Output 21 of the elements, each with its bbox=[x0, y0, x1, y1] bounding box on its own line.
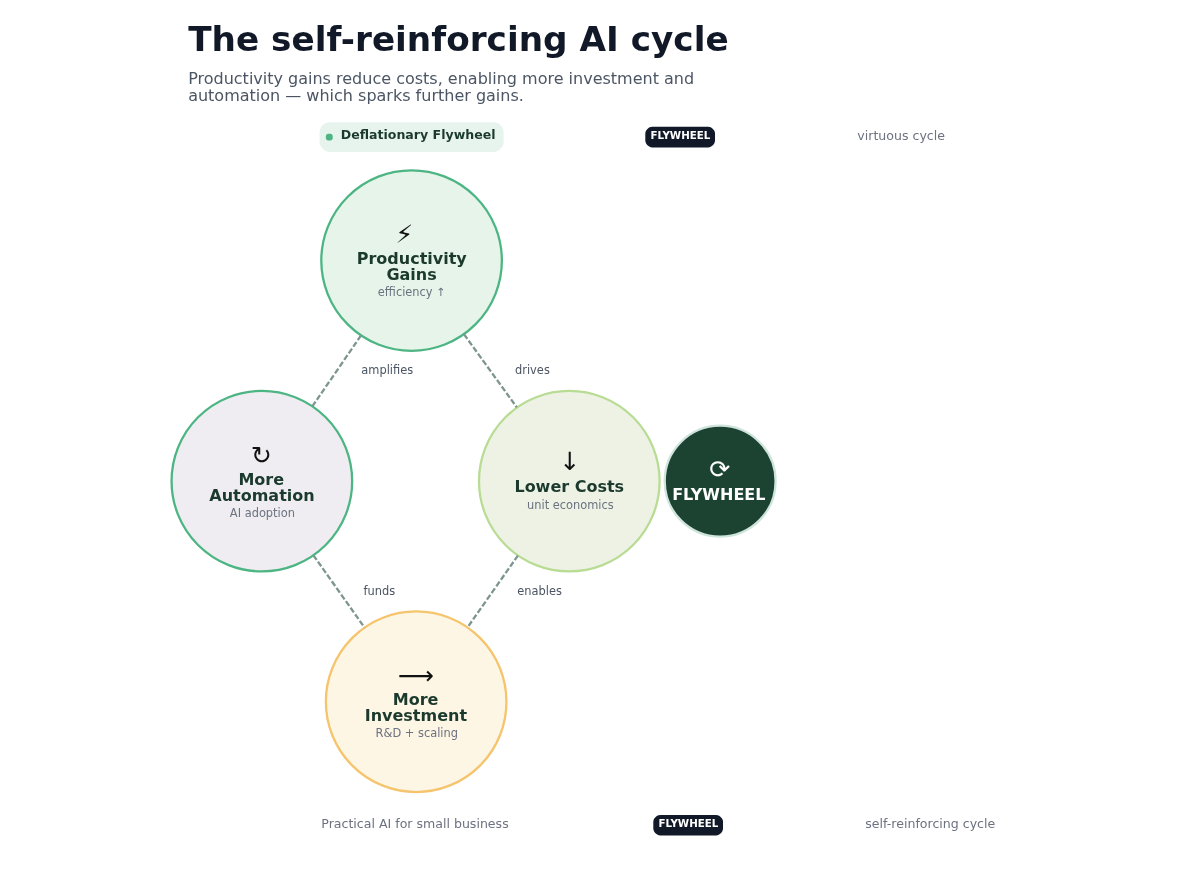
node-circle: ↓ Lower Costs unit economics bbox=[477, 389, 661, 573]
edge-label: drives bbox=[514, 363, 550, 378]
label: self-reinforcing cycle bbox=[864, 816, 995, 832]
edge-label: enables bbox=[516, 583, 562, 598]
edge-label: amplifies bbox=[360, 363, 413, 378]
label: Practical AI for small business bbox=[320, 816, 509, 832]
label: FLYWHEEL bbox=[649, 128, 710, 141]
caption: Productivity gains reduce costs, enabling more investment and automation — which sparks further gains. bbox=[187, 69, 694, 106]
node-circle: ⚡ Productivity Gains efficiency ↑ bbox=[319, 169, 503, 352]
node-circle: ⟶ More Investment R&D + scaling bbox=[324, 610, 508, 794]
connector bbox=[311, 334, 362, 407]
node-circle: ⟳ FLYWHEEL bbox=[663, 424, 777, 538]
connector bbox=[466, 554, 519, 628]
edge-label: funds bbox=[363, 583, 395, 598]
label: virtuous cycle bbox=[856, 128, 945, 144]
connector bbox=[312, 554, 365, 628]
node-circle: ↻ More Automation AI adoption bbox=[169, 389, 353, 573]
diagram-title: The self-reinforcing AI cycle bbox=[187, 18, 729, 59]
connector bbox=[462, 333, 518, 408]
label: Deflationary Flywheel bbox=[340, 127, 496, 143]
label: FLYWHEEL bbox=[657, 816, 718, 829]
